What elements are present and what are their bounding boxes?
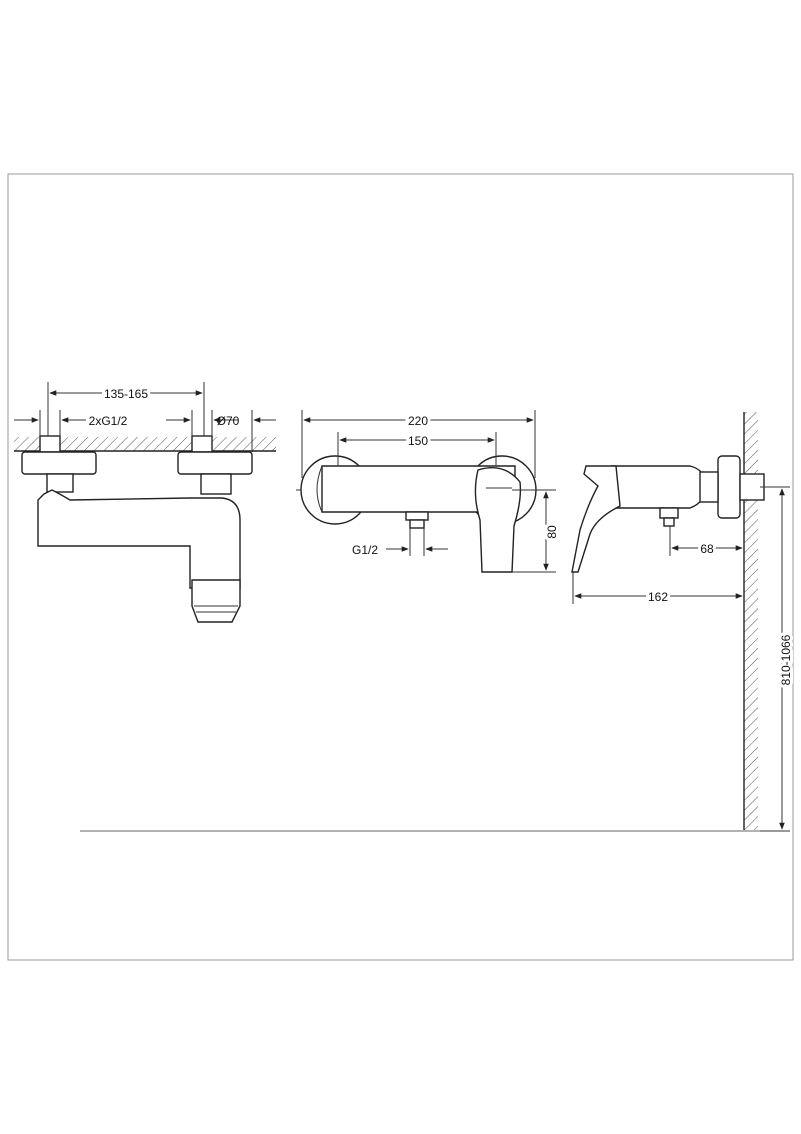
dim-mount-height: 810-1066 — [779, 634, 793, 685]
front-view: 220 150 G1/2 80 — [296, 410, 562, 573]
dim-height-80: 80 — [545, 525, 559, 539]
dim-spacing: 135-165 — [104, 387, 148, 401]
dim-depth-68: 68 — [700, 542, 714, 556]
dim-width-inner: 150 — [408, 434, 428, 448]
dim-connection: 2xG1/2 — [89, 414, 128, 428]
wall-hatch-side — [744, 412, 758, 830]
drawing-frame — [7, 173, 794, 961]
side-view: 68 162 810-1066 — [571, 412, 796, 832]
dim-width-total: 220 — [408, 414, 428, 428]
top-view: 135-165 2xG1/2 Ø70 — [14, 382, 276, 623]
dim-outlet-thread: G1/2 — [352, 543, 378, 557]
dim-depth-162: 162 — [648, 590, 668, 604]
dim-diameter: Ø70 — [217, 414, 240, 428]
